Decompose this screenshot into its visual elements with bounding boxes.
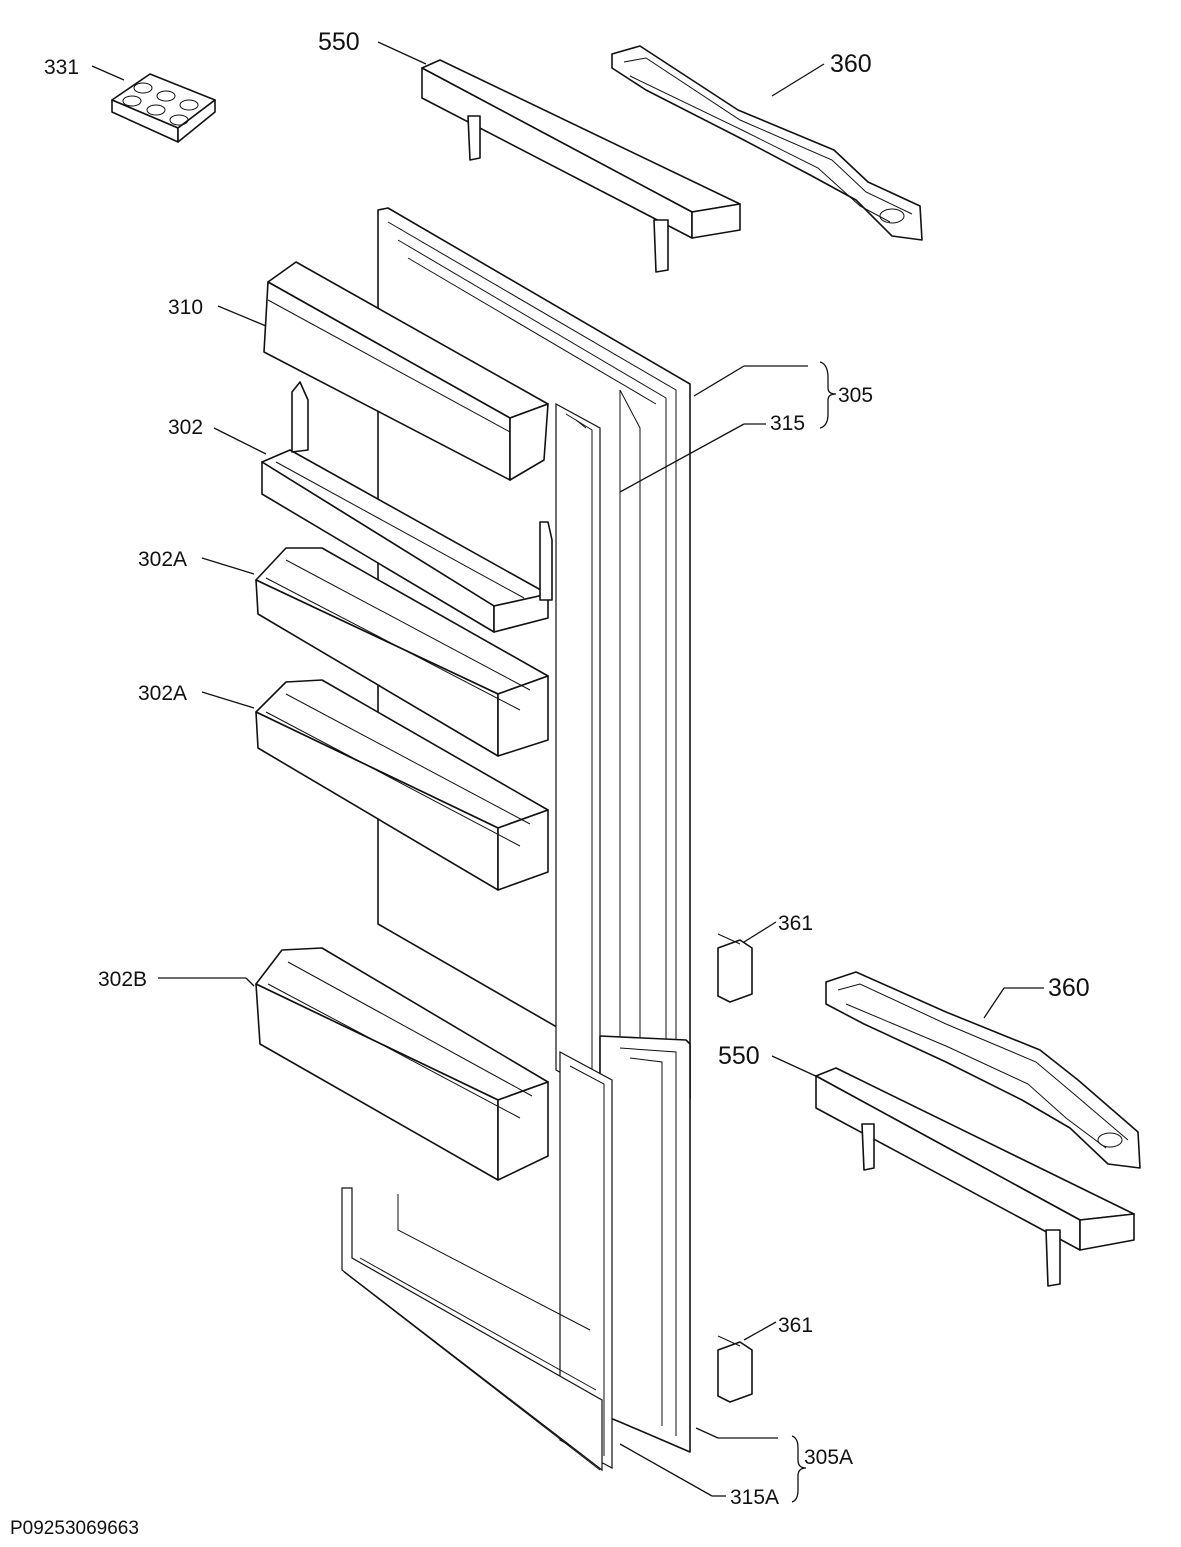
label-360-bottom: 360 — [1048, 974, 1090, 1002]
door-handle-bottom-part — [815, 1067, 1135, 1287]
label-310: 310 — [168, 296, 203, 319]
door-shelf-302a-upper-part — [255, 547, 549, 757]
label-302: 302 — [168, 416, 203, 439]
hinge-top-part — [611, 45, 923, 241]
label-361-bottom: 361 — [778, 1314, 813, 1337]
label-550-bottom: 550 — [718, 1042, 760, 1070]
drawing-code: P09253069663 — [10, 1518, 139, 1539]
label-305: 305 — [838, 384, 873, 407]
label-331: 331 — [44, 56, 79, 79]
label-302a-lower: 302A — [138, 682, 187, 705]
door-shelf-302b-part — [255, 947, 549, 1181]
label-302a-upper: 302A — [138, 548, 187, 571]
egg-tray-part — [111, 73, 216, 143]
label-361-top: 361 — [778, 912, 813, 935]
callout-labels: 331 550 360 310 305 315 302 302A 302A 30… — [10, 28, 1090, 1539]
label-305a: 305A — [804, 1446, 853, 1469]
leader-lines — [91, 41, 1044, 1503]
door-shelf-302-part — [261, 381, 553, 633]
label-315: 315 — [770, 412, 805, 435]
label-302b: 302B — [98, 968, 147, 991]
label-360-top: 360 — [830, 50, 872, 78]
door-shelf-302a-lower-part — [255, 679, 549, 891]
hinge-cover-clip-bottom-part — [717, 1335, 753, 1403]
hinge-cover-clip-top-part — [717, 933, 753, 1003]
dairy-compartment-lid-part — [263, 261, 549, 481]
door-handle-top-part — [421, 59, 741, 273]
hinge-bottom-part — [825, 971, 1141, 1169]
gasket-lower-part — [341, 1187, 603, 1472]
label-550-top: 550 — [318, 28, 360, 56]
door-lower-part — [559, 1035, 691, 1470]
label-315a: 315A — [730, 1486, 779, 1509]
